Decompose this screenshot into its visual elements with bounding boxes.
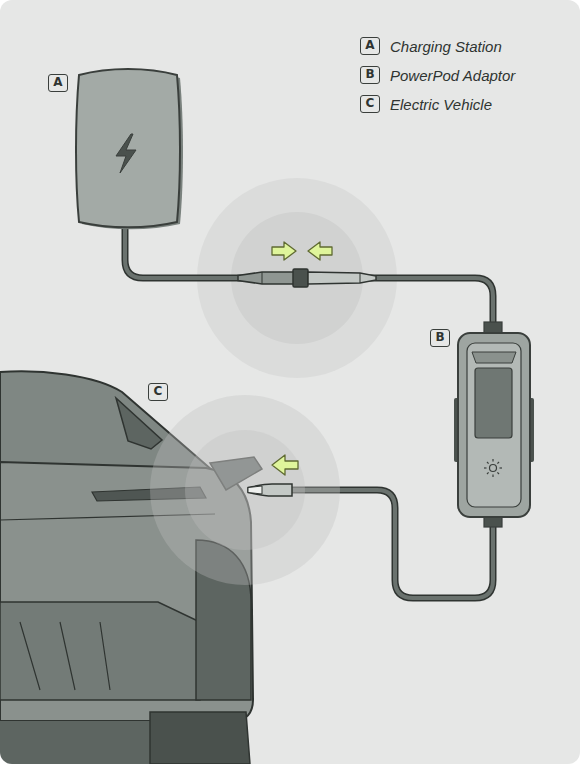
legend-text: Electric Vehicle <box>390 96 492 113</box>
legend-letter: C <box>360 95 380 113</box>
electric-vehicle: C <box>0 360 262 764</box>
charging-station-shape <box>46 68 182 228</box>
adaptor-unit-shape <box>428 322 534 527</box>
cable-connector <box>125 228 493 322</box>
legend-letter: B <box>360 66 380 84</box>
legend: A Charging StationB PowerPod AdaptorC Elect… <box>360 36 515 123</box>
cable-outline <box>125 228 493 322</box>
callout-letter: B <box>430 329 450 347</box>
legend-text: PowerPod Adaptor <box>390 67 515 84</box>
adaptor-unit: B <box>428 322 534 527</box>
callout-letter: A <box>48 74 68 92</box>
cable-core <box>125 228 493 322</box>
cable-joint <box>238 269 376 287</box>
charging-station: A <box>46 68 182 228</box>
legend-text: Charging Station <box>390 38 502 55</box>
legend-letter: A <box>360 37 380 55</box>
legend-row: C Electric Vehicle <box>360 94 515 114</box>
legend-row: A Charging Station <box>360 36 515 56</box>
direction-arrow <box>272 242 332 475</box>
electric-vehicle-shape <box>0 360 262 764</box>
callout-letter: C <box>148 383 168 401</box>
legend-row: B PowerPod Adaptor <box>360 65 515 85</box>
vehicle-plug <box>248 484 292 496</box>
